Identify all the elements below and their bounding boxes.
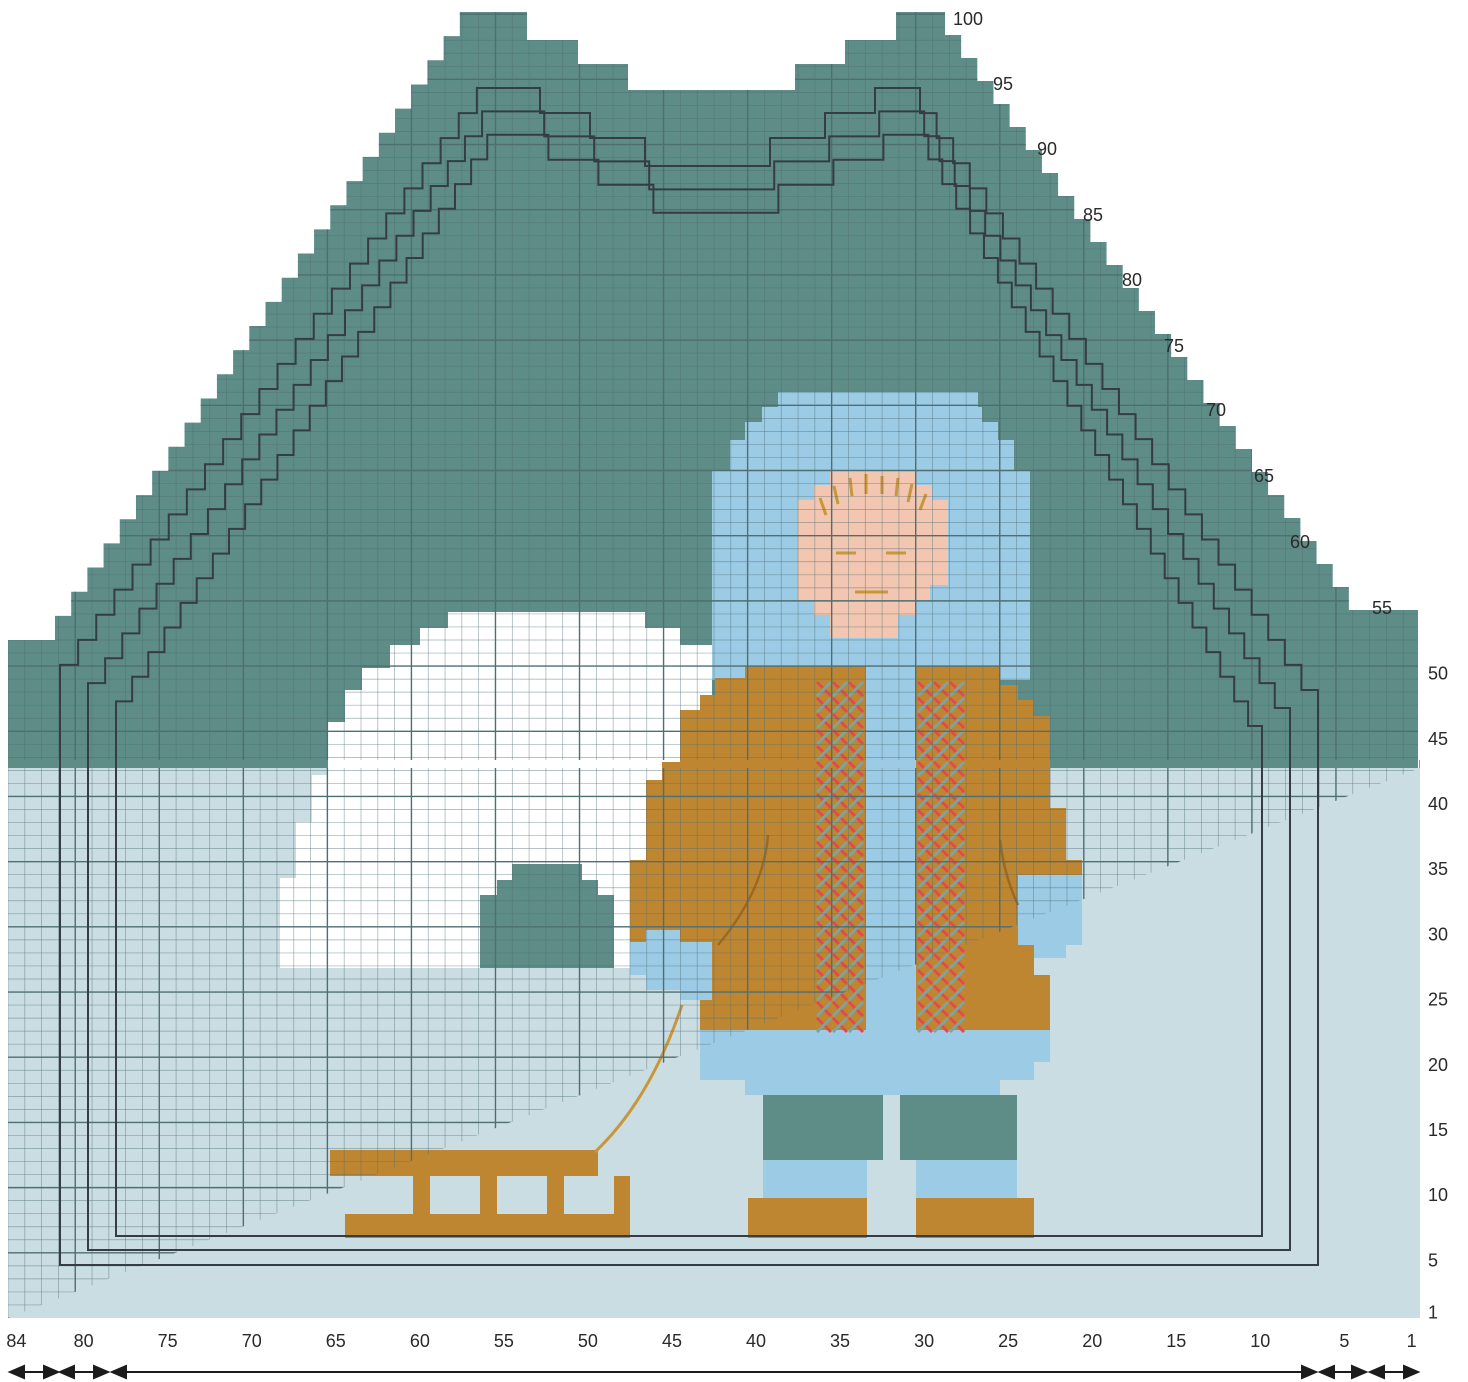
sled-strut-3 (547, 1176, 564, 1216)
column-label: 45 (662, 1331, 682, 1351)
shaping-label: 55 (1372, 598, 1392, 618)
shaping-label: 95 (993, 74, 1013, 94)
arrow-inner (112, 1366, 1316, 1378)
hair-strand (850, 478, 852, 496)
stitch-numbers: 84 80 75 70 65 60 55 50 45 40 35 30 25 20 15 10 5 1 (6, 1331, 1416, 1351)
arrow-head-right (1352, 1366, 1366, 1378)
sled-top-rail (330, 1150, 598, 1176)
column-label: 70 (242, 1331, 262, 1351)
arrow-head-left (60, 1366, 74, 1378)
column-label: 15 (1166, 1331, 1186, 1351)
sled-strut-1 (413, 1176, 430, 1216)
row-label: 45 (1428, 729, 1448, 749)
arrow-middle-right (1320, 1366, 1366, 1378)
row-label: 40 (1428, 794, 1448, 814)
row-label: 50 (1428, 664, 1448, 684)
shaping-label: 60 (1290, 532, 1310, 552)
column-label: 20 (1082, 1331, 1102, 1351)
row-label: 20 (1428, 1055, 1448, 1075)
arrow-head-right (1404, 1366, 1418, 1378)
hair-strand (896, 478, 898, 496)
row-label: 10 (1428, 1185, 1448, 1205)
row-label: 25 (1428, 990, 1448, 1010)
shaping-label: 90 (1037, 139, 1057, 159)
arrow-outer-left (10, 1366, 58, 1378)
column-label: 35 (830, 1331, 850, 1351)
shaping-label: 100 (953, 9, 983, 29)
column-label: 65 (326, 1331, 346, 1351)
row-label: 30 (1428, 924, 1448, 944)
column-label: 25 (998, 1331, 1018, 1351)
right-boot-top (916, 1160, 1017, 1198)
column-label: 55 (494, 1331, 514, 1351)
shaping-label: 80 (1122, 270, 1142, 290)
column-label: 5 (1339, 1331, 1349, 1351)
row-numbers: 15101520253035404550 (1428, 664, 1448, 1323)
column-label: 40 (746, 1331, 766, 1351)
column-label: 80 (74, 1331, 94, 1351)
column-label: 50 (578, 1331, 598, 1351)
shaping-label: 75 (1164, 336, 1184, 356)
row-label: 15 (1428, 1120, 1448, 1140)
arrow-head-right (1302, 1366, 1316, 1378)
column-label: 30 (914, 1331, 934, 1351)
left-boot (748, 1198, 867, 1238)
sled-strut-2 (480, 1176, 497, 1216)
arrow-head-left (112, 1366, 126, 1378)
column-label: 84 (6, 1331, 26, 1351)
shaping-label: 85 (1083, 205, 1103, 225)
shaping-label: 70 (1206, 400, 1226, 420)
column-label: 60 (410, 1331, 430, 1351)
arrow-head-left (10, 1366, 24, 1378)
coat-hem (700, 1030, 1050, 1095)
arrow-head-right (94, 1366, 108, 1378)
arrow-head-left (1370, 1366, 1384, 1378)
row-label: 1 (1428, 1302, 1438, 1322)
column-label: 10 (1250, 1331, 1270, 1351)
size-arrows (10, 1366, 1418, 1378)
arrow-middle-left (60, 1366, 108, 1378)
arrow-outer-right (1370, 1366, 1418, 1378)
coat-front-band (866, 640, 916, 1055)
row-label: 5 (1428, 1250, 1438, 1270)
arrow-head-right (44, 1366, 58, 1378)
shaping-label: 65 (1254, 466, 1274, 486)
row-label: 35 (1428, 859, 1448, 879)
column-label: 1 (1407, 1331, 1417, 1351)
arrow-head-left (1320, 1366, 1334, 1378)
column-label: 75 (158, 1331, 178, 1351)
